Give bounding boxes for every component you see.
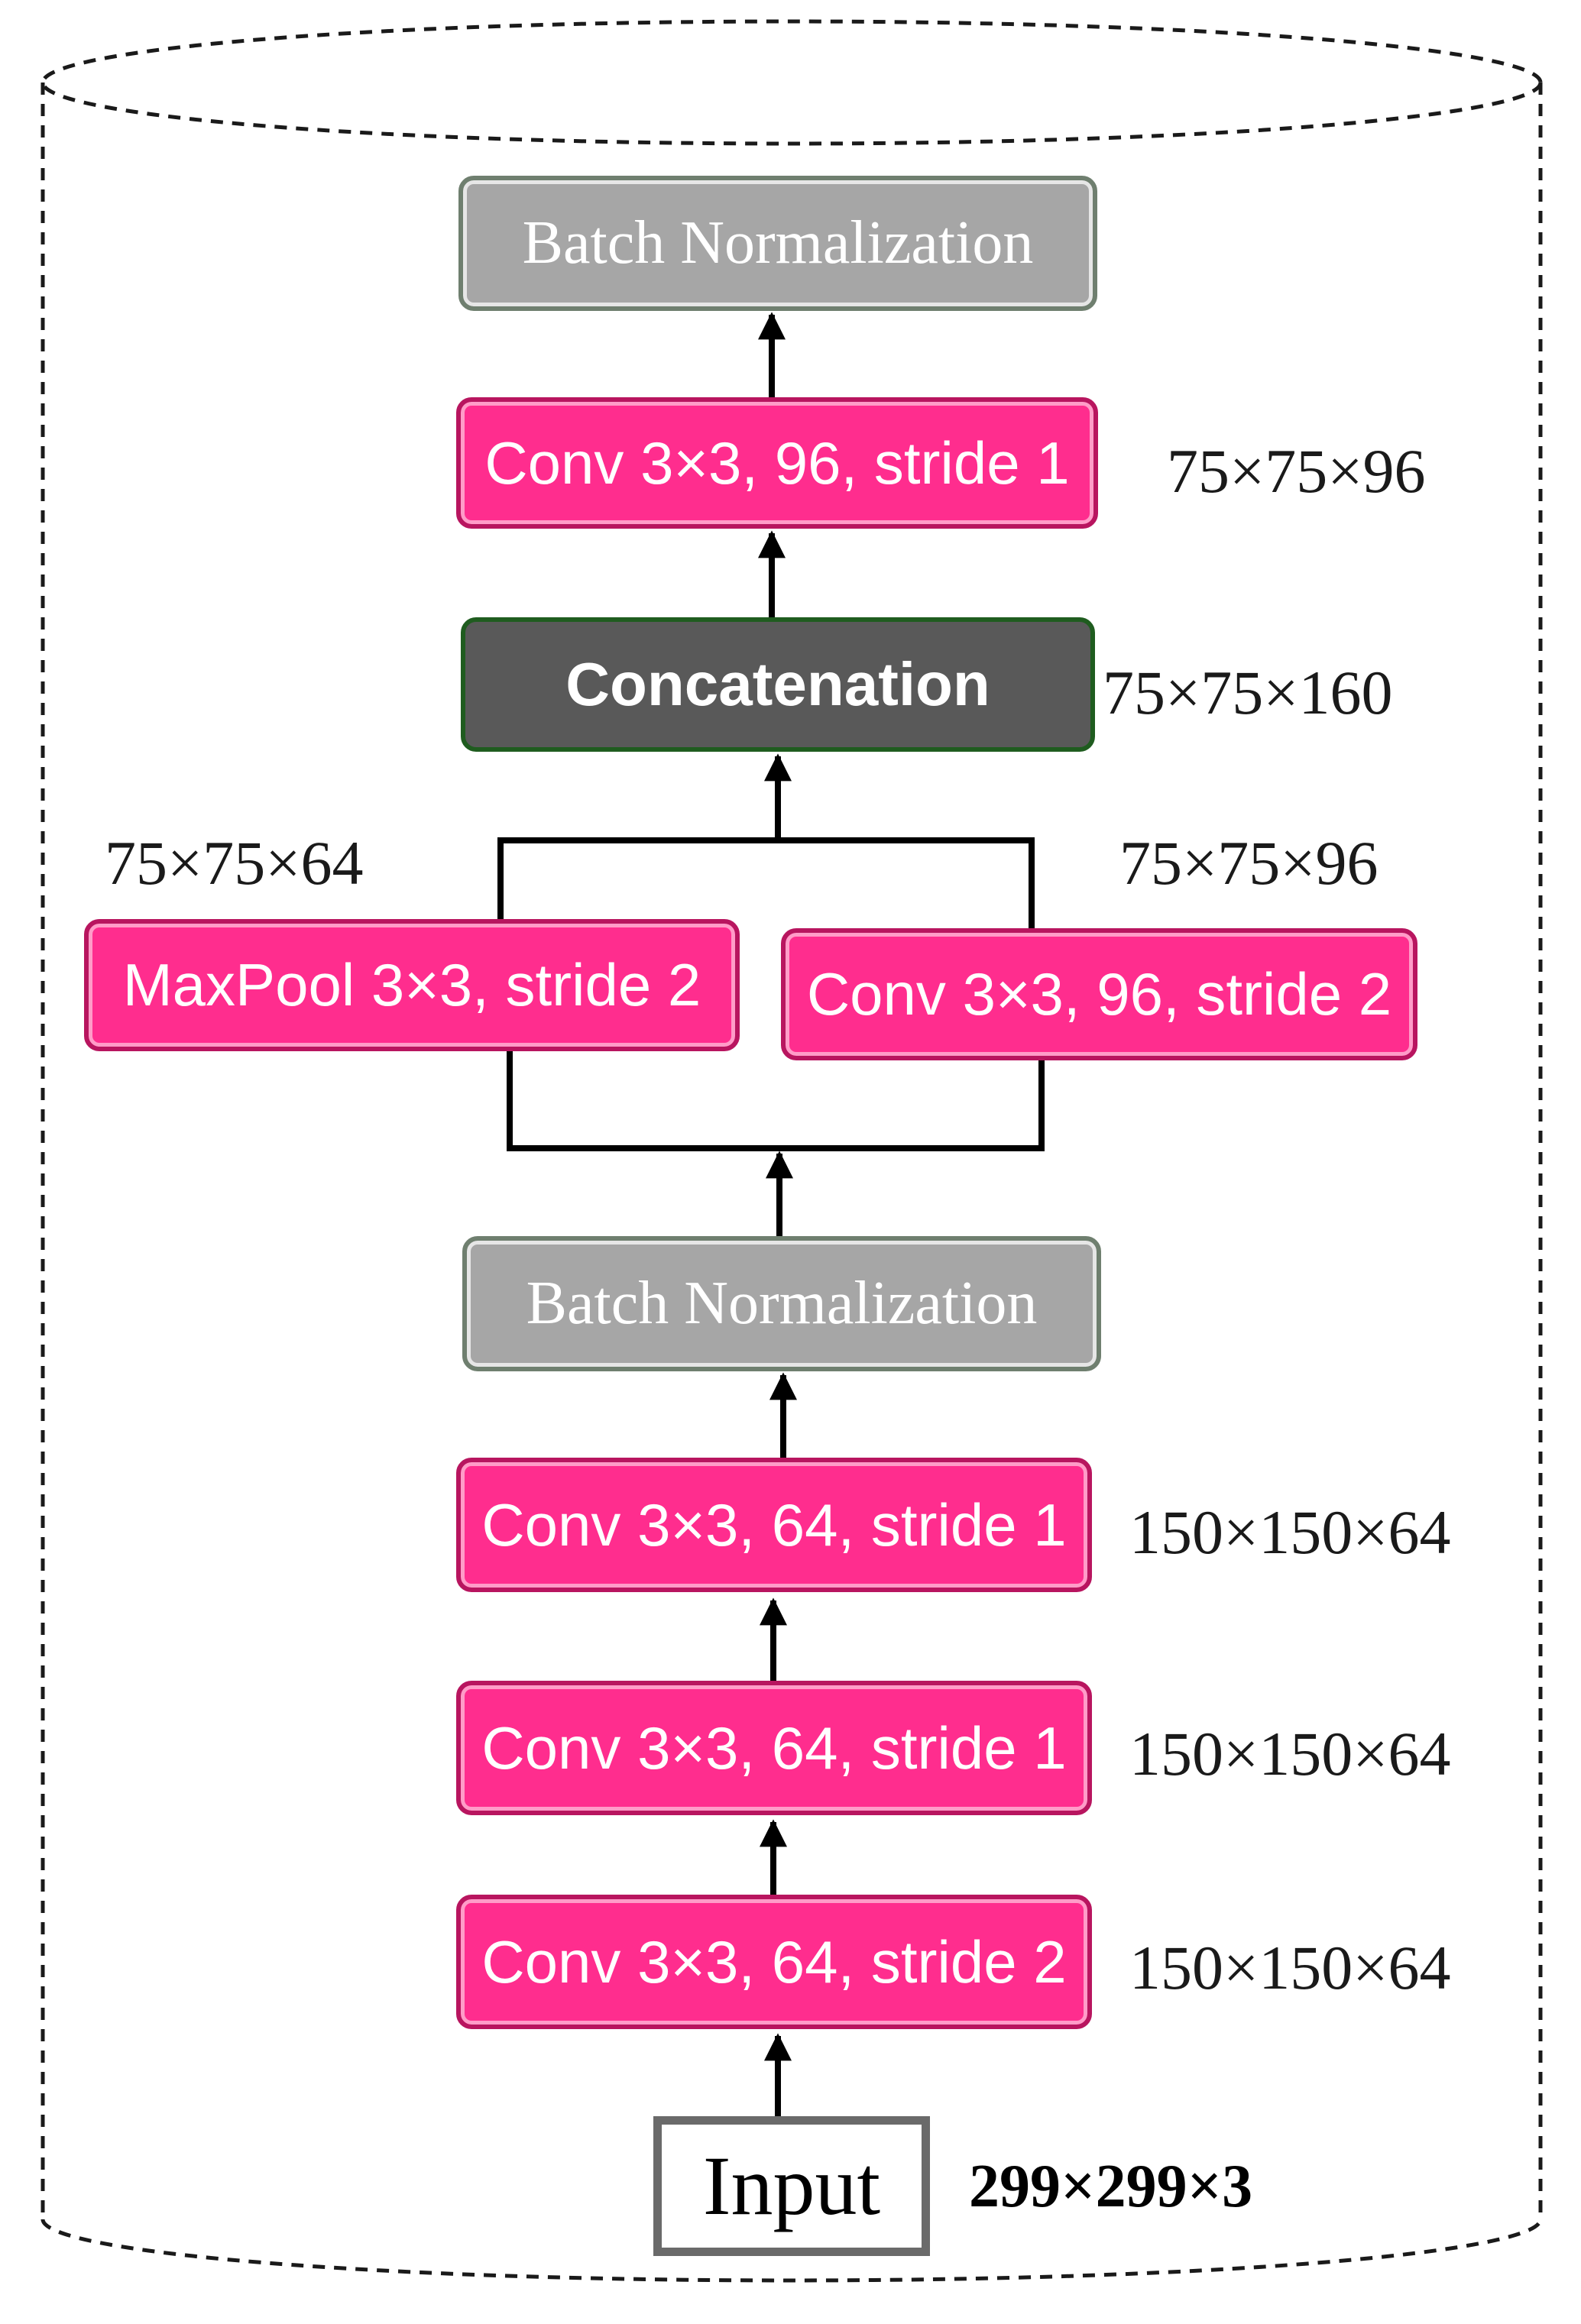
- dim-conv-64-stride2: 150×150×64: [1129, 1933, 1451, 2002]
- conv-96-stride2-label: Conv 3×3, 96, stride 2: [806, 960, 1392, 1028]
- dim-conv-96-stride2: 75×75×96: [1119, 828, 1379, 898]
- conv-96-stride2-block: Conv 3×3, 96, stride 2: [781, 928, 1417, 1060]
- dim-maxpool: 75×75×64: [105, 828, 364, 898]
- dim-input: 299×299×3: [969, 2153, 1253, 2220]
- conv-96-stride1-label: Conv 3×3, 96, stride 1: [484, 429, 1070, 497]
- dim-conv-64-stride1-lower: 150×150×64: [1129, 1719, 1451, 1788]
- conv-64-stride2-block: Conv 3×3, 64, stride 2: [456, 1895, 1092, 2029]
- conv-64-stride1-upper-block: Conv 3×3, 64, stride 1: [456, 1458, 1092, 1592]
- concatenation-label: Concatenation: [565, 650, 990, 718]
- maxpool-block: MaxPool 3×3, stride 2: [84, 919, 740, 1051]
- batchnorm-top-label: Batch Normalization: [522, 209, 1034, 277]
- batchnorm-bottom-block: Batch Normalization: [462, 1236, 1101, 1371]
- input-label: Input: [702, 2139, 881, 2232]
- cylinder-bottom: [40, 2219, 1543, 2283]
- input-block: Input: [653, 2116, 930, 2256]
- cylinder-top: [40, 19, 1543, 146]
- conv-64-stride1-lower-block: Conv 3×3, 64, stride 1: [456, 1681, 1092, 1815]
- batchnorm-top-block: Batch Normalization: [458, 176, 1097, 311]
- conv-64-stride1-lower-label: Conv 3×3, 64, stride 1: [481, 1714, 1067, 1782]
- dim-conv-64-stride1-upper: 150×150×64: [1129, 1497, 1451, 1567]
- maxpool-label: MaxPool 3×3, stride 2: [122, 951, 701, 1018]
- dim-concatenation: 75×75×160: [1103, 658, 1393, 727]
- conv-64-stride2-label: Conv 3×3, 64, stride 2: [481, 1927, 1067, 1995]
- dim-conv-96-stride1: 75×75×96: [1167, 436, 1426, 506]
- batchnorm-bottom-label: Batch Normalization: [526, 1270, 1038, 1337]
- concatenation-block: Concatenation: [461, 617, 1095, 752]
- conv-64-stride1-upper-label: Conv 3×3, 64, stride 1: [481, 1491, 1067, 1559]
- conv-96-stride1-block: Conv 3×3, 96, stride 1: [456, 397, 1098, 529]
- merge-bracket: [497, 837, 1035, 936]
- split-bracket: [507, 1051, 1045, 1151]
- cylinder-outline: [40, 19, 1543, 2283]
